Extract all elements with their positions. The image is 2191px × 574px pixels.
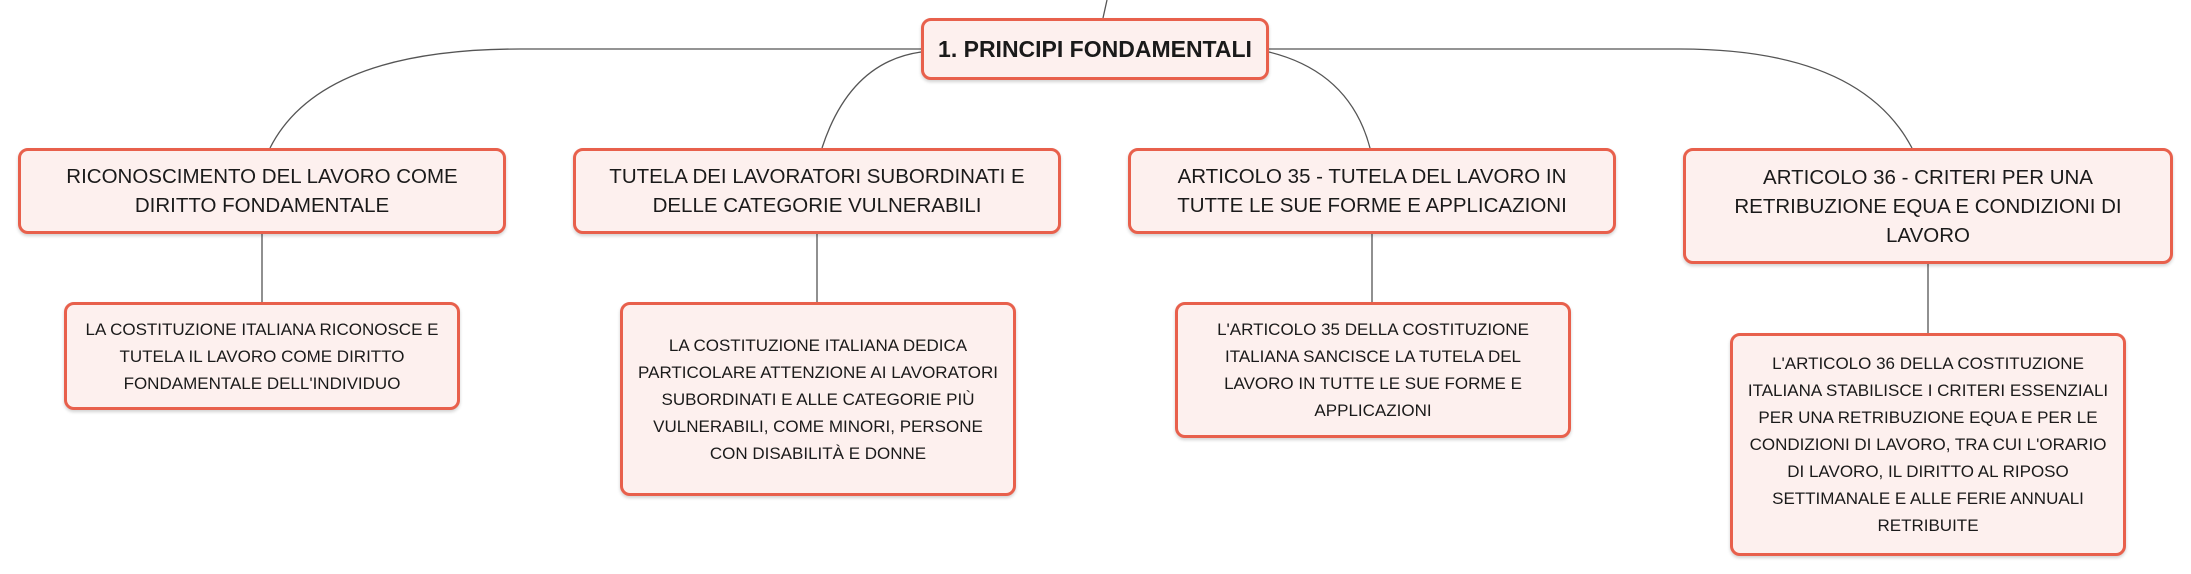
detail-node-articolo-35[interactable]: L'ARTICOLO 35 DELLA COSTITUZIONE ITALIAN… <box>1175 302 1571 438</box>
root-node[interactable]: 1. PRINCIPI FONDAMENTALI <box>921 18 1269 80</box>
detail-text: L'ARTICOLO 35 DELLA COSTITUZIONE ITALIAN… <box>1217 320 1529 420</box>
topic-node-articolo-35[interactable]: ARTICOLO 35 - TUTELA DEL LAVORO IN TUTTE… <box>1128 148 1616 234</box>
detail-text: LA COSTITUZIONE ITALIANA RICONOSCE E TUT… <box>85 319 439 393</box>
topic-label: RICONOSCIMENTO DEL LAVORO COME DIRITTO F… <box>66 165 458 217</box>
detail-node-articolo-36[interactable]: L'ARTICOLO 36 DELLA COSTITUZIONE ITALIAN… <box>1730 333 2126 556</box>
detail-node-riconoscimento[interactable]: LA COSTITUZIONE ITALIANA RICONOSCE E TUT… <box>64 302 460 410</box>
detail-node-tutela-lavoratori[interactable]: LA COSTITUZIONE ITALIANA DEDICA PARTICOL… <box>620 302 1016 496</box>
connector-root-topic-1 <box>269 48 921 149</box>
topic-label: ARTICOLO 36 - CRITERI PER UNA RETRIBUZIO… <box>1734 165 2122 247</box>
connector-root-topic-3 <box>1268 51 1371 149</box>
topic-node-riconoscimento[interactable]: RICONOSCIMENTO DEL LAVORO COME DIRITTO F… <box>18 148 506 234</box>
detail-text: L'ARTICOLO 36 DELLA COSTITUZIONE ITALIAN… <box>1747 354 2109 535</box>
connector-root-topic-2 <box>821 51 922 149</box>
topic-node-tutela-lavoratori[interactable]: TUTELA DEI LAVORATORI SUBORDINATI E DELL… <box>573 148 1061 234</box>
detail-text: LA COSTITUZIONE ITALIANA DEDICA PARTICOL… <box>638 335 998 463</box>
topic-label: ARTICOLO 35 - TUTELA DEL LAVORO IN TUTTE… <box>1177 165 1567 217</box>
topic-node-articolo-36[interactable]: ARTICOLO 36 - CRITERI PER UNA RETRIBUZIO… <box>1683 148 2173 264</box>
topic-label: TUTELA DEI LAVORATORI SUBORDINATI E DELL… <box>609 165 1025 217</box>
connector-root-topic-4 <box>1269 48 1913 149</box>
root-label: 1. PRINCIPI FONDAMENTALI <box>938 35 1252 62</box>
connector-parent-root <box>1102 0 1108 19</box>
